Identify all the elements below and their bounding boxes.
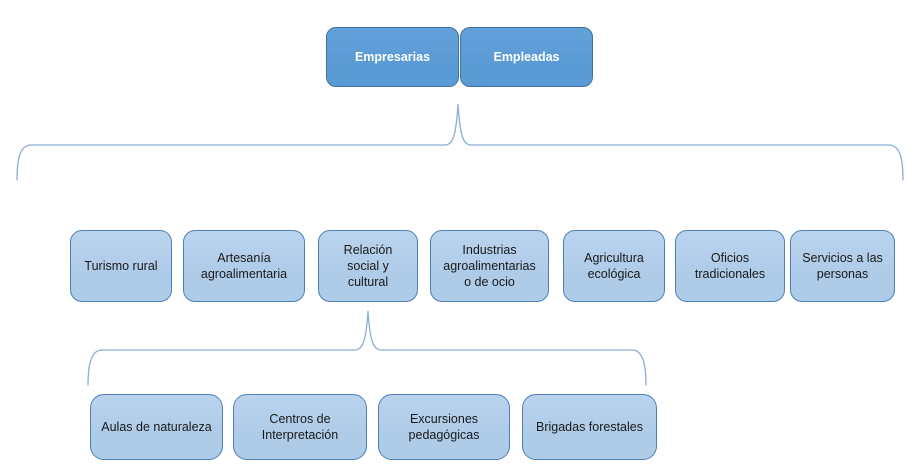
node-aulas-naturaleza: Aulas de naturaleza	[90, 394, 223, 460]
node-label: Agricultura ecológica	[584, 251, 644, 281]
node-label: Brigadas forestales	[535, 420, 643, 434]
node-label: Empresarias	[354, 50, 431, 64]
node-artesania-agroalimentaria: Artesanía agroalimentaria	[183, 230, 305, 302]
node-label: Relación social y cultural	[343, 243, 393, 289]
node-label: Industrias agroalimentarias o de ocio	[443, 243, 536, 289]
node-label: Empleadas	[493, 50, 560, 64]
node-centros-interpretacion: Centros de Interpretación	[233, 394, 367, 460]
node-label: Servicios a las personas	[802, 251, 883, 281]
node-label: Turismo rural	[84, 259, 158, 273]
node-label: Centros de Interpretación	[261, 412, 339, 442]
node-brigadas-forestales: Brigadas forestales	[522, 394, 657, 460]
node-label: Aulas de naturaleza	[101, 420, 212, 434]
node-label: Artesanía agroalimentaria	[200, 251, 288, 281]
node-servicios-personas: Servicios a las personas	[790, 230, 895, 302]
node-empresarias: Empresarias	[326, 27, 459, 87]
node-oficios-tradicionales: Oficios tradicionales	[675, 230, 785, 302]
node-label: Excursiones pedagógicas	[408, 412, 480, 442]
node-label: Oficios tradicionales	[694, 251, 766, 281]
node-agricultura-ecologica: Agricultura ecológica	[563, 230, 665, 302]
node-industrias-agroalimentarias: Industrias agroalimentarias o de ocio	[430, 230, 549, 302]
node-excursiones-pedagogicas: Excursiones pedagógicas	[378, 394, 510, 460]
brace-top-row	[16, 103, 904, 181]
node-empleadas: Empleadas	[460, 27, 593, 87]
node-turismo-rural: Turismo rural	[70, 230, 172, 302]
brace-sub-row	[87, 310, 647, 386]
node-relacion-social-cultural: Relación social y cultural	[318, 230, 418, 302]
